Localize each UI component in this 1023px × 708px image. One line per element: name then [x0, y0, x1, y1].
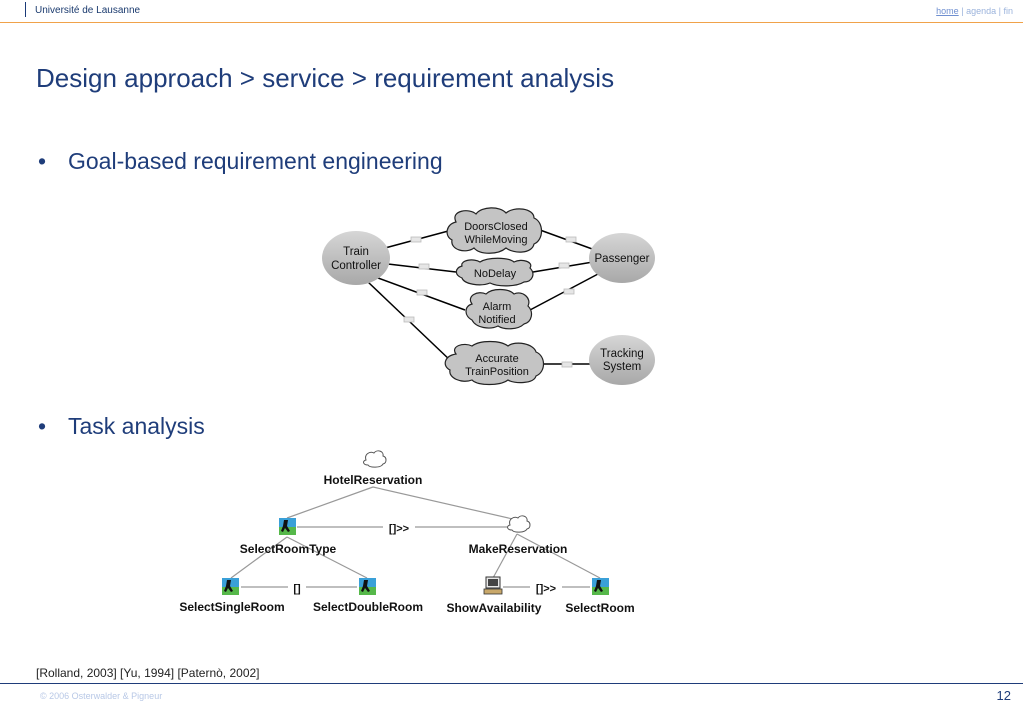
cloud-icon: [363, 450, 387, 468]
bullet-text: Goal-based requirement engineering: [68, 148, 443, 174]
link-marker: [561, 361, 573, 368]
goal-label: NoDelay: [474, 268, 517, 280]
nav-separator: |: [961, 6, 964, 16]
bullet-goal-based: • Goal-based requirement engineering: [38, 148, 443, 175]
link-marker: [558, 262, 570, 269]
copyright-text: © 2006 Osterwalder & Pigneur: [40, 691, 163, 701]
actor-label: Passenger: [595, 253, 650, 265]
link-marker: [416, 289, 428, 296]
actor-label: Train: [343, 246, 369, 258]
actor-shape: [589, 233, 655, 283]
actor-shape: [322, 231, 390, 285]
goal-label: WhileMoving: [465, 234, 528, 246]
university-name: Université de Lausanne: [35, 5, 141, 16]
task-edges: [230, 486, 601, 588]
goal-label: DoorsClosed: [464, 221, 528, 233]
task-label: SelectRoomType: [240, 542, 337, 556]
user-task-icon: [222, 578, 239, 595]
header-divider: [25, 2, 26, 17]
goal-cloud: [446, 207, 543, 254]
user-task-icon: [592, 578, 609, 595]
operator-label: []>>: [536, 583, 556, 595]
edge-selectroomtype-double: [286, 536, 368, 579]
footer-divider: [0, 683, 1023, 684]
goal-cloud: [455, 257, 534, 287]
nav-separator: |: [998, 6, 1001, 16]
nav-home-link[interactable]: home: [936, 6, 959, 16]
goal-label: Accurate: [475, 353, 518, 365]
task-label: ShowAvailability: [447, 601, 542, 615]
goal-doors-closed: DoorsClosed WhileMoving: [446, 207, 543, 254]
slide-title: Design approach > service > requirement …: [36, 63, 615, 93]
goal-label: TrainPosition: [465, 366, 529, 378]
edge-makereservation-show: [492, 533, 518, 579]
task-label: MakeReservation: [469, 542, 568, 556]
user-task-icon: [359, 578, 376, 595]
link-marker: [418, 263, 430, 270]
nav-fin-link[interactable]: fin: [1003, 6, 1013, 16]
actor-shape: [589, 335, 655, 385]
goal-alarm-notified: Alarm Notified: [465, 288, 533, 330]
nav-agenda-link[interactable]: agenda: [966, 6, 997, 16]
edge-root-selectroomtype: [286, 486, 374, 519]
edge-makereservation-select: [516, 533, 601, 579]
task-tree: []>> [] []>> HotelReservation SelectRoom…: [179, 450, 635, 615]
task-label-root: HotelReservation: [324, 473, 423, 487]
goal-label: Notified: [478, 314, 515, 326]
goal-cloud: [465, 288, 533, 330]
link-markers: [403, 236, 577, 368]
goal-accurate-train-position: Accurate TrainPosition: [444, 340, 545, 386]
link-marker: [410, 236, 422, 243]
reference-citations: [Rolland, 2003] [Yu, 1994] [Paternò, 200…: [36, 666, 260, 680]
link-marker: [403, 316, 415, 323]
computer-icon: [483, 576, 503, 595]
bullet-text: Task analysis: [68, 413, 205, 439]
actor-label: Controller: [331, 260, 381, 272]
link-marker: [565, 236, 577, 243]
operator-label: []: [293, 583, 301, 595]
task-label: SelectSingleRoom: [179, 600, 284, 614]
task-label: SelectRoom: [565, 601, 634, 615]
user-task-icon: [279, 518, 296, 535]
goal-diagram: Train Controller Passenger Tracking Syst…: [322, 207, 655, 386]
bullet-marker: •: [38, 413, 47, 439]
goal-no-delay: NoDelay: [455, 257, 534, 287]
bullet-task-analysis: • Task analysis: [38, 413, 205, 440]
actor-label: System: [603, 361, 641, 373]
task-label: SelectDoubleRoom: [313, 600, 423, 614]
edge-selectroomtype-single: [230, 536, 288, 579]
actor-tracking-system: Tracking System: [589, 335, 655, 385]
goal-label: Alarm: [483, 301, 512, 313]
nav-links: home | agenda | fin: [936, 6, 1013, 16]
edge-root-makereservation: [372, 486, 518, 521]
actor-passenger: Passenger: [589, 233, 655, 283]
actor-label: Tracking: [600, 348, 644, 360]
actor-train-controller: Train Controller: [322, 231, 390, 285]
cloud-icon: [507, 515, 531, 533]
page-number: 12: [996, 688, 1011, 703]
operator-label: []>>: [389, 523, 409, 535]
goal-cloud: [444, 340, 545, 386]
link-marker: [563, 288, 575, 295]
top-bar: Université de Lausanne home | agenda | f…: [0, 0, 1023, 23]
bullet-marker: •: [38, 148, 47, 174]
